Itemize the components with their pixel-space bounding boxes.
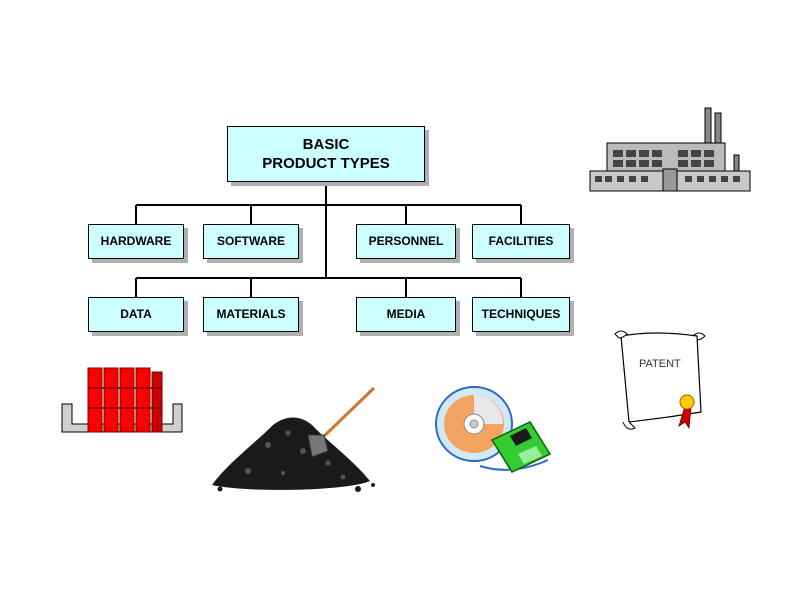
node-materials: MATERIALS	[203, 297, 299, 332]
node-techniques: TECHNIQUES	[472, 297, 570, 332]
node-data: DATA	[88, 297, 184, 332]
material-pile-with-shovel-icon	[212, 386, 376, 492]
node-media: MEDIA	[356, 297, 456, 332]
node-label: FACILITIES	[488, 234, 554, 248]
hardware-blocks-icon	[61, 367, 183, 433]
disc-and-floppy-icon	[435, 386, 552, 473]
root-node-line1: BASIC	[302, 135, 350, 153]
node-label: SOFTWARE	[217, 234, 285, 248]
node-hardware: HARDWARE	[88, 224, 184, 259]
patent-label: PATENT	[639, 358, 681, 370]
root-node-line2: PRODUCT TYPES	[262, 155, 390, 172]
node-label: MEDIA	[386, 307, 426, 321]
patent-scroll-icon: PATENT	[614, 330, 706, 430]
root-node-basic-product-types: BASIC PRODUCT TYPES	[227, 126, 425, 182]
node-label: MATERIALS	[216, 307, 286, 321]
node-label: HARDWARE	[100, 234, 172, 248]
node-software: SOFTWARE	[203, 224, 299, 259]
node-facilities: FACILITIES	[472, 224, 570, 259]
node-label: DATA	[120, 307, 152, 321]
node-label: TECHNIQUES	[481, 307, 561, 321]
node-label: PERSONNEL	[368, 234, 444, 248]
node-personnel: PERSONNEL	[356, 224, 456, 259]
factory-icon	[589, 107, 751, 192]
